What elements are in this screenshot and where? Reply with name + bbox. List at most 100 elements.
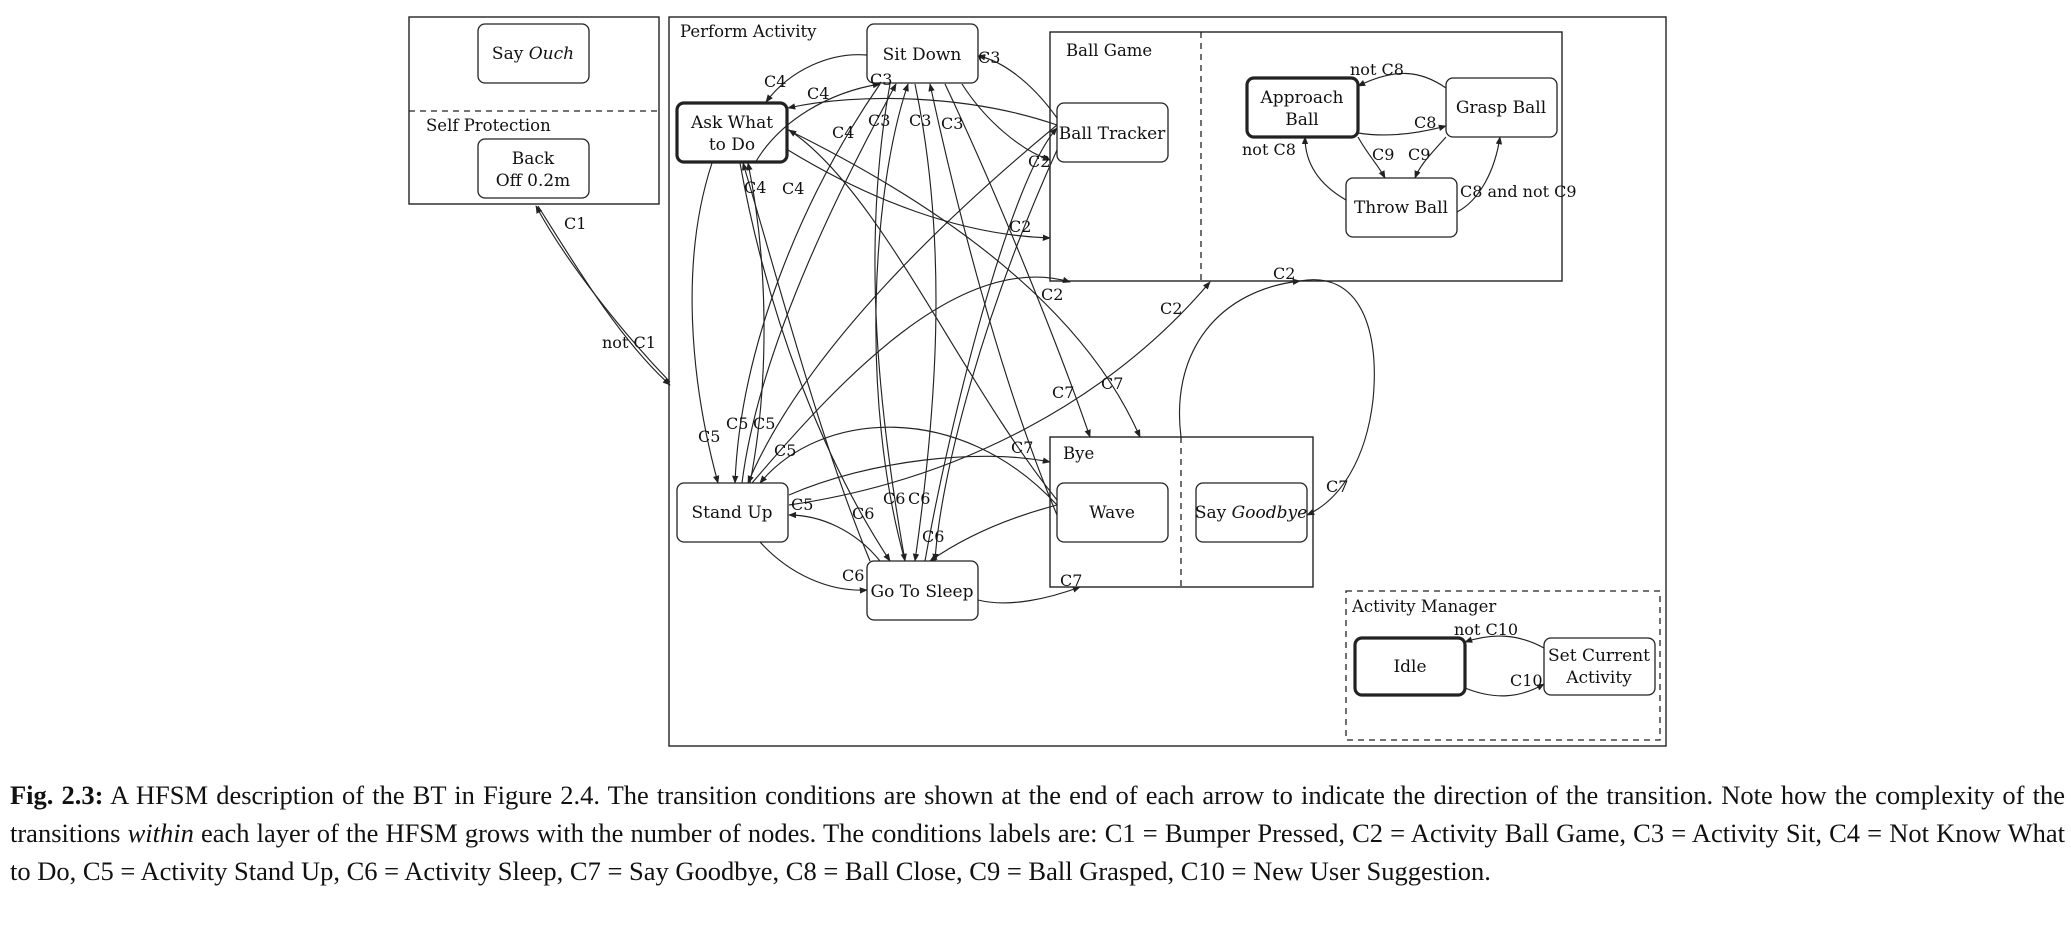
cond-label: C6 — [922, 527, 944, 546]
cond-label: C2 — [1273, 264, 1295, 283]
cond-label: C3 — [978, 48, 1000, 67]
edge-sit-to-standup — [732, 83, 881, 484]
edge-wave-to-sit — [928, 83, 1058, 516]
edge-ask-to-bye — [787, 129, 1141, 438]
edge-standup-to-sleep — [759, 541, 868, 594]
edge-sleep-to-ballgame — [924, 127, 1058, 562]
stand-up-label: Stand Up — [691, 503, 772, 523]
hfsm-diagram: Self Protection Perform Activity Ball Ga… — [408, 16, 1667, 747]
edge-sleep-to-bye — [977, 586, 1081, 604]
state-set-current-activity: Set Current Activity — [1543, 637, 1656, 696]
edge-sit-to-sleep-a — [874, 83, 907, 562]
cond-label: C7 — [1060, 571, 1082, 590]
edge-grasp-to-approach — [1357, 72, 1447, 89]
caption-text-2: each layer of the HFSM grows with the nu… — [10, 818, 2065, 886]
cond-label: C4 — [744, 178, 766, 197]
edge-tracker-to-sleep — [932, 149, 1058, 562]
edge-ask-to-sit — [754, 81, 881, 164]
cond-label: C5 — [753, 414, 775, 433]
edge-throw-to-grasp — [1456, 136, 1503, 213]
ball-game-label: Ball Game — [1066, 41, 1152, 60]
cond-label: C4 — [782, 179, 804, 198]
cond-label: C3 — [870, 70, 892, 89]
cond-label: C4 — [807, 84, 829, 103]
cond-label: C5 — [791, 495, 813, 514]
edge-standup-to-bye — [788, 455, 1051, 496]
back-off-line-2: Off 0.2m — [496, 171, 571, 191]
activity-manager-label: Activity Manager — [1351, 597, 1496, 616]
grasp-ball-label: Grasp Ball — [1456, 98, 1546, 118]
state-say-ouch: Say Ouch — [477, 23, 590, 84]
self-protection-group: Self Protection — [408, 16, 660, 205]
ask-what-line-1: Ask What — [690, 113, 773, 133]
edge-standup-right-to-ballgame — [788, 281, 1211, 506]
state-idle: Idle — [1353, 636, 1467, 697]
back-off-line-1: Back — [512, 149, 555, 169]
cond-label: not C8 — [1350, 60, 1404, 79]
say-goodbye-prefix: Say — [1195, 503, 1232, 523]
edge-bye-to-ballgame — [1179, 278, 1301, 438]
edge-throw-to-approach — [1301, 136, 1347, 201]
cond-label: C6 — [908, 489, 930, 508]
state-throw-ball: Throw Ball — [1345, 177, 1458, 238]
cond-label: not C10 — [1454, 620, 1518, 639]
cond-label: C2 — [1160, 299, 1182, 318]
caption-text-1: A HFSM description of the BT in Figure 2… — [10, 780, 2065, 848]
cond-label: C7 — [1326, 477, 1348, 496]
cond-label: C5 — [726, 414, 748, 433]
bye-label: Bye — [1063, 444, 1094, 463]
edge-idle-to-setcurrent — [1464, 683, 1545, 697]
figure-caption: Fig. 2.3: A HFSM description of the BT i… — [10, 776, 2065, 890]
cond-label: C3 — [909, 111, 931, 130]
edge-ask-to-ballgame — [787, 149, 1051, 241]
cond-label: C7 — [1011, 438, 1033, 457]
cond-label: not C8 — [1242, 140, 1296, 159]
cond-label: C6 — [842, 566, 864, 585]
wave-label: Wave — [1089, 503, 1135, 523]
state-stand-up: Stand Up — [676, 482, 789, 543]
state-grasp-ball: Grasp Ball — [1445, 77, 1558, 138]
say-ouch-prefix: Say — [492, 44, 529, 64]
go-to-sleep-label: Go To Sleep — [871, 582, 974, 602]
edge-tracker-to-ask — [787, 97, 1058, 126]
edge-sit-to-ask — [765, 54, 868, 103]
edge-ask-to-sleep — [739, 162, 891, 562]
cond-label: C10 — [1510, 671, 1543, 690]
state-say-goodbye: Say Goodbye — [1195, 482, 1308, 543]
cond-label: C2 — [1009, 217, 1031, 236]
set-current-line-1: Set Current — [1548, 646, 1650, 666]
edge-standup-to-ballgame — [751, 276, 1071, 484]
throw-ball-label: Throw Ball — [1354, 198, 1448, 218]
edge-standup-to-sit — [741, 83, 897, 484]
ask-what-line-2: to Do — [709, 135, 755, 155]
edge-sit-to-sleep-b — [912, 83, 937, 562]
state-ask-what-to-do: Ask What to Do — [675, 101, 789, 164]
svg-text:Say Goodbye: Say Goodbye — [1195, 503, 1307, 523]
cond-label: C7 — [1052, 383, 1074, 402]
cond-label: C9 — [1408, 145, 1430, 164]
approach-ball-line-1: Approach — [1259, 88, 1343, 108]
caption-emph: within — [127, 818, 194, 848]
state-approach-ball: Approach Ball — [1245, 76, 1360, 139]
say-goodbye-emph: Goodbye — [1232, 503, 1307, 523]
edge-ballgame-to-goodbye — [1299, 279, 1375, 516]
say-ouch-emph: Ouch — [529, 44, 574, 64]
svg-text:Say Ouch: Say Ouch — [492, 44, 574, 64]
cond-label: C9 — [1372, 145, 1394, 164]
state-go-to-sleep: Go To Sleep — [866, 560, 979, 621]
edge-ask-to-standup — [691, 162, 720, 484]
idle-label: Idle — [1393, 657, 1426, 677]
cond-label: C1 — [564, 214, 586, 233]
cond-label: C5 — [698, 427, 720, 446]
cond-label: C7 — [1101, 374, 1123, 393]
cond-label: C2 — [1028, 152, 1050, 171]
activity-manager-group: Activity Manager — [1345, 590, 1661, 741]
cond-label: C8 and not C9 — [1460, 182, 1577, 201]
ball-tracker-label: Ball Tracker — [1059, 124, 1166, 144]
edge-approach-to-grasp — [1357, 124, 1447, 136]
cond-label: not C1 — [602, 333, 656, 352]
edge-approach-to-throw — [1357, 136, 1386, 179]
state-ball-tracker: Ball Tracker — [1056, 102, 1169, 163]
transitions — [535, 54, 1545, 697]
edge-sleep-to-standup — [788, 511, 881, 562]
